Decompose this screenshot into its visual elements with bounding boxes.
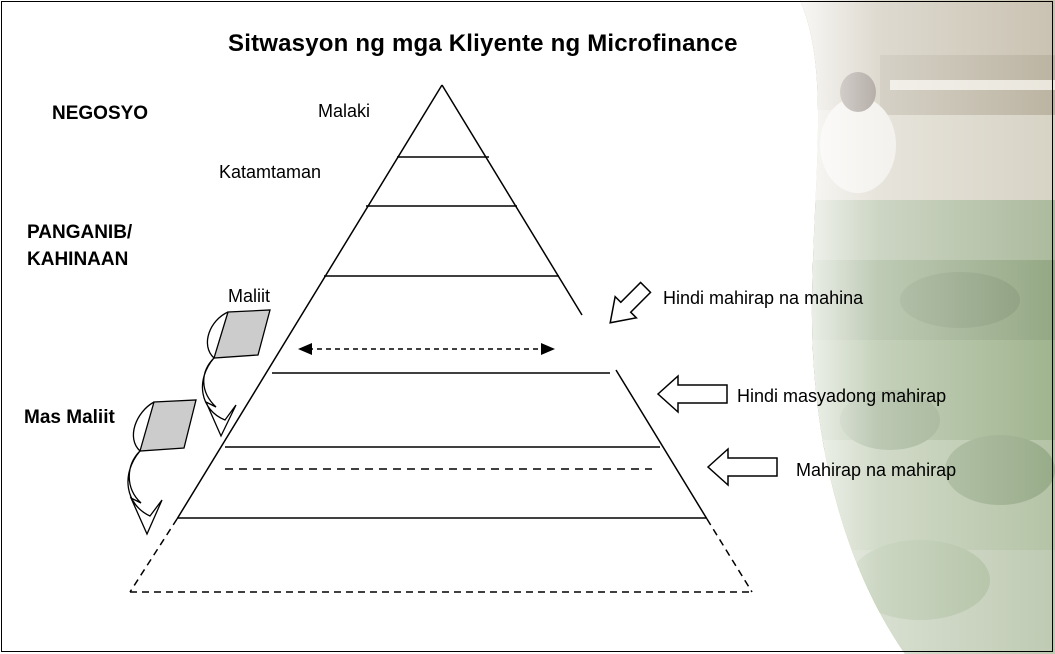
mas-maliit-label: Mas Maliit xyxy=(24,407,115,428)
mahirap-na-mahirap-label: Mahirap na mahirap xyxy=(796,460,957,480)
negosyo-label: NEGOSYO xyxy=(52,103,149,124)
left-arrow-icon-1 xyxy=(656,374,728,414)
diagonal-arrow-icon xyxy=(609,281,652,324)
left-arrow-icon-2 xyxy=(706,447,778,487)
panganib-label: PANGANIB/ xyxy=(27,222,133,243)
curved-arrow-icon-2 xyxy=(127,399,197,536)
diagram-title: Sitwasyon ng mga Kliyente ng Microfinanc… xyxy=(228,30,738,57)
curved-arrow-icon-1 xyxy=(201,309,271,438)
hindi-masyadong-mahirap-label: Hindi masyadong mahirap xyxy=(737,386,947,406)
hindi-mahirap-na-mahina-label: Hindi mahirap na mahina xyxy=(663,288,864,308)
level-katamtaman: Katamtaman xyxy=(219,162,322,182)
pyramid-level-lines xyxy=(178,156,706,519)
level-malaki: Malaki xyxy=(318,101,371,121)
kahinaan-label: KAHINAAN xyxy=(27,249,129,270)
double-arrow-dashed xyxy=(298,343,555,355)
pyramid-dashed-base xyxy=(129,518,753,593)
level-maliit: Maliit xyxy=(228,286,271,306)
